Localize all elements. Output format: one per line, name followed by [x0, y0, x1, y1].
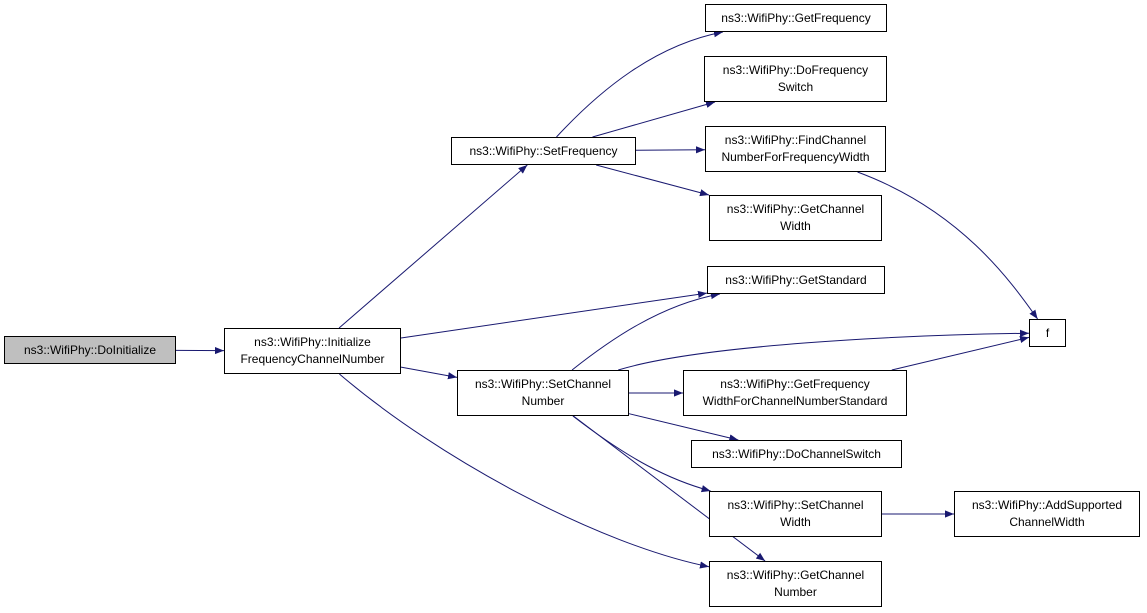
node-label-line: f — [1045, 325, 1050, 340]
edge-setchnum-to-setchw — [572, 415, 711, 493]
edge-setchnum-to-getstd — [571, 292, 720, 371]
node-label-line: FrequencyChannelNumber — [240, 352, 385, 366]
node-label-line: ns3::WifiPhy::GetChannel — [726, 202, 865, 216]
node-label-line: ns3::WifiPhy::AddSupported — [971, 498, 1123, 512]
edge-setfreq-to-dofreqsw — [592, 101, 716, 138]
node-label-line: Width — [780, 219, 811, 233]
node-label-line: ns3::WifiPhy::FindChannel — [724, 133, 867, 147]
node-label-line: ns3::WifiPhy::GetChannel — [726, 568, 865, 582]
edge-initfcn-to-getstd — [400, 290, 708, 339]
node-label-line: Width — [780, 515, 811, 529]
node-label-line: ns3::WifiPhy::DoFrequency — [722, 63, 869, 77]
edge-initfcn-to-setchnum — [400, 366, 458, 380]
edge-setfreq-to-getchw — [596, 164, 710, 197]
edge-setfreq-to-getfreq — [556, 30, 723, 138]
node-label-line: Switch — [777, 80, 814, 94]
node-label-line: NumberForFrequencyWidth — [721, 150, 870, 164]
edge-getfwcns-to-f — [891, 335, 1030, 371]
node-f[interactable]: f — [1029, 319, 1066, 347]
edge-setchnum-to-dochsw — [628, 413, 739, 442]
node-label-line: ns3::WifiPhy::GetStandard — [725, 272, 867, 287]
node-label-line: ns3::WifiPhy::GetFrequency — [721, 10, 871, 25]
node-label-line: ns3::WifiPhy::SetFrequency — [469, 143, 618, 158]
node-label-line: ns3::WifiPhy::SetChannel — [727, 498, 864, 512]
edge-findch-to-f — [857, 171, 1038, 320]
node-label-line: ChannelWidth — [1009, 515, 1085, 529]
node-label-line: Number — [521, 394, 565, 408]
node-label-line: ns3::WifiPhy::SetChannel — [474, 377, 612, 391]
node-getfreq[interactable]: ns3::WifiPhy::GetFrequency — [705, 4, 887, 32]
edge-setchnum-to-f — [618, 329, 1030, 371]
node-setfreq[interactable]: ns3::WifiPhy::SetFrequency — [451, 137, 636, 165]
node-label-line: ns3::WifiPhy::DoChannelSwitch — [712, 446, 881, 461]
node-label-line: ns3::WifiPhy::Initialize — [254, 335, 371, 349]
node-getstd[interactable]: ns3::WifiPhy::GetStandard — [707, 266, 885, 294]
node-label-line: WidthForChannelNumberStandard — [702, 394, 888, 408]
edge-setchnum-to-getchnum — [573, 415, 766, 562]
node-label-line: ns3::WifiPhy::GetFrequency — [720, 377, 870, 391]
node-dochsw[interactable]: ns3::WifiPhy::DoChannelSwitch — [691, 440, 902, 468]
edge-initfcn-to-setfreq — [338, 164, 528, 329]
node-doinit[interactable]: ns3::WifiPhy::DoInitialize — [4, 336, 176, 364]
node-label-line: ns3::WifiPhy::DoInitialize — [23, 342, 157, 357]
edge-setfreq-to-findch — [635, 146, 706, 154]
edge-initfcn-to-getchnum — [339, 373, 710, 569]
node-label-line: Number — [774, 585, 817, 599]
